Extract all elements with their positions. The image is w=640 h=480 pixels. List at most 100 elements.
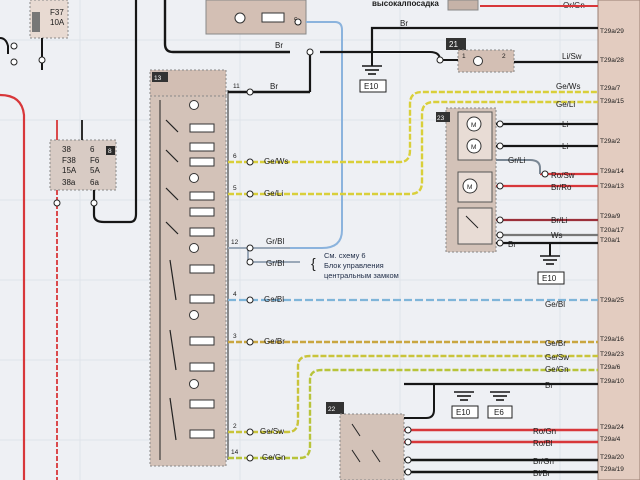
motor-icon (466, 116, 482, 132)
wire-label-li: Li (562, 120, 568, 129)
wire-blue-top (278, 21, 343, 249)
lamp-icon (234, 12, 246, 24)
right-connector-strip (597, 0, 640, 480)
wire-ground-22 (404, 384, 435, 419)
note-line-1: См. схему 6 (324, 251, 366, 260)
wire-label-ge-li: Ge/Li (264, 189, 283, 198)
wire-component-21-left (372, 51, 458, 61)
fuse-f38-pin-bottom: 38a (62, 178, 76, 187)
wire-red-left (0, 93, 26, 480)
ground-label-box (359, 79, 387, 93)
note-reference: См. схему 6 Блок управления центральным … (324, 251, 399, 280)
fuse-f6-amp: 5A (90, 166, 100, 175)
terminal-dot (38, 56, 46, 64)
component-21: 21 1 2 (446, 38, 515, 73)
wire-br-main (320, 26, 598, 54)
connector-label: T29a/4 (600, 436, 621, 443)
wire-label-ws: Ws (551, 231, 563, 240)
fuse-f37: F37 10A (29, 0, 69, 39)
ground-label-box (487, 405, 513, 419)
terminal-dot (53, 199, 61, 207)
wire-black-left-top (0, 37, 9, 54)
connector-labels: T29a/29 T29a/28 T29a/7 T29a/15 T29a/2 T2… (600, 28, 624, 473)
pin-1-label: 1 (462, 53, 466, 60)
wire-label-ge-br: Ge/Br (545, 339, 566, 348)
motor-label: M (467, 184, 472, 191)
wire-label-ge-bl: Ge/Bl (545, 300, 565, 309)
wire-label-gr-bl: Gr/Bl (266, 259, 284, 268)
component-23: 23 M M M (436, 107, 497, 253)
pins-13: 11 6 5 12 4 3 2 14 (231, 83, 240, 456)
connector-label: T29a/14 (600, 168, 624, 175)
wire-label-br: Br (545, 381, 553, 390)
fuse-f38-pin-top: 38 (62, 145, 71, 154)
component-22-number: 22 (328, 406, 336, 413)
fuse-f37-amp: 10A (50, 18, 65, 27)
fuse-box-8: 8 38 F38 15A 38a 6 F6 5A 6a (49, 139, 117, 191)
wire-label-gr-li: Gr/Li (508, 156, 526, 165)
terminal-dot (10, 58, 18, 66)
pin-2: 2 (233, 423, 237, 430)
wire-gr-li (496, 159, 541, 174)
terminal-dots (246, 18, 549, 476)
wire-label-ge-sw: Ge/Sw (260, 427, 284, 436)
connector-label: T29a/28 (600, 57, 624, 64)
connector-label: T29a/25 (600, 297, 624, 304)
connector-label: T29a/2 (600, 138, 621, 145)
note-line-3: центральным замком (324, 271, 399, 280)
ground-icon (540, 255, 560, 265)
ground-label-e10: E10 (364, 82, 379, 91)
motor-icon (466, 138, 482, 154)
top-relay-box-2 (447, 0, 479, 11)
fuse-f38-name: F38 (62, 156, 76, 165)
pin-3: 3 (233, 333, 237, 340)
pin-11: 11 (233, 83, 240, 90)
pin-2-label: 2 (502, 53, 506, 60)
note-line-2: Блок управления (324, 261, 384, 270)
connector-label: T29a/10 (600, 378, 624, 385)
wire-label-bl-br: Bl/Br (533, 469, 551, 478)
wire-label-br-li: Br/Li (551, 216, 568, 225)
lamp-icons-13 (189, 100, 199, 389)
wire-label-br: Br (270, 82, 278, 91)
wire-label-ro-gn: Ro/Gn (533, 427, 556, 436)
ground-icon (454, 391, 510, 401)
resistor-icon (261, 12, 285, 23)
ground-label-box (537, 271, 565, 285)
fuse-box-number: 8 (108, 148, 112, 155)
motor-label: M (471, 144, 476, 151)
fuse-f6-pin-bottom: 6a (90, 178, 99, 187)
component-21-number: 21 (449, 40, 458, 49)
wire-label-ge-sw: Ge/Sw (545, 353, 569, 362)
fuse-f6-name: F6 (90, 156, 100, 165)
switch-contacts-13 (165, 119, 179, 441)
ground-label-e10: E10 (456, 408, 471, 417)
terminal-dot (10, 42, 18, 50)
pin-5: 5 (233, 185, 237, 192)
wire-label-ge-gn: Ge/Gn (545, 365, 569, 374)
connector-label: T29a/24 (600, 424, 624, 431)
component-13-number: 13 (154, 75, 162, 82)
pin-4: 4 (233, 291, 237, 298)
wire-label-ge-ws: Ge/Ws (264, 157, 288, 166)
wire-label-br-ro: Br/Ro (551, 183, 572, 192)
connector-label: T29a/9 (600, 213, 621, 220)
wire-label-br-gn: Br/Gn (533, 457, 554, 466)
pin-6: 6 (233, 153, 237, 160)
motor-label: M (471, 122, 476, 129)
wire-ge-ws (228, 90, 598, 164)
wire-br-top (163, 0, 290, 54)
wire-ge-sw (228, 354, 598, 434)
note-bracket: { (311, 255, 316, 271)
component-13: 13 (149, 69, 227, 467)
fuse-f6-pin-top: 6 (90, 145, 95, 154)
top-component-title: высокалпосадка (372, 0, 439, 8)
wire-label-ge-ws: Ge/Ws (556, 82, 580, 91)
wire-label-ge-gn: Ge/Gn (262, 453, 286, 462)
wire-label-ge-li: Ge/Li (556, 100, 575, 109)
pin-14: 14 (231, 449, 239, 456)
top-relay-box (205, 0, 307, 35)
connector-label: T29a/16 (600, 336, 624, 343)
